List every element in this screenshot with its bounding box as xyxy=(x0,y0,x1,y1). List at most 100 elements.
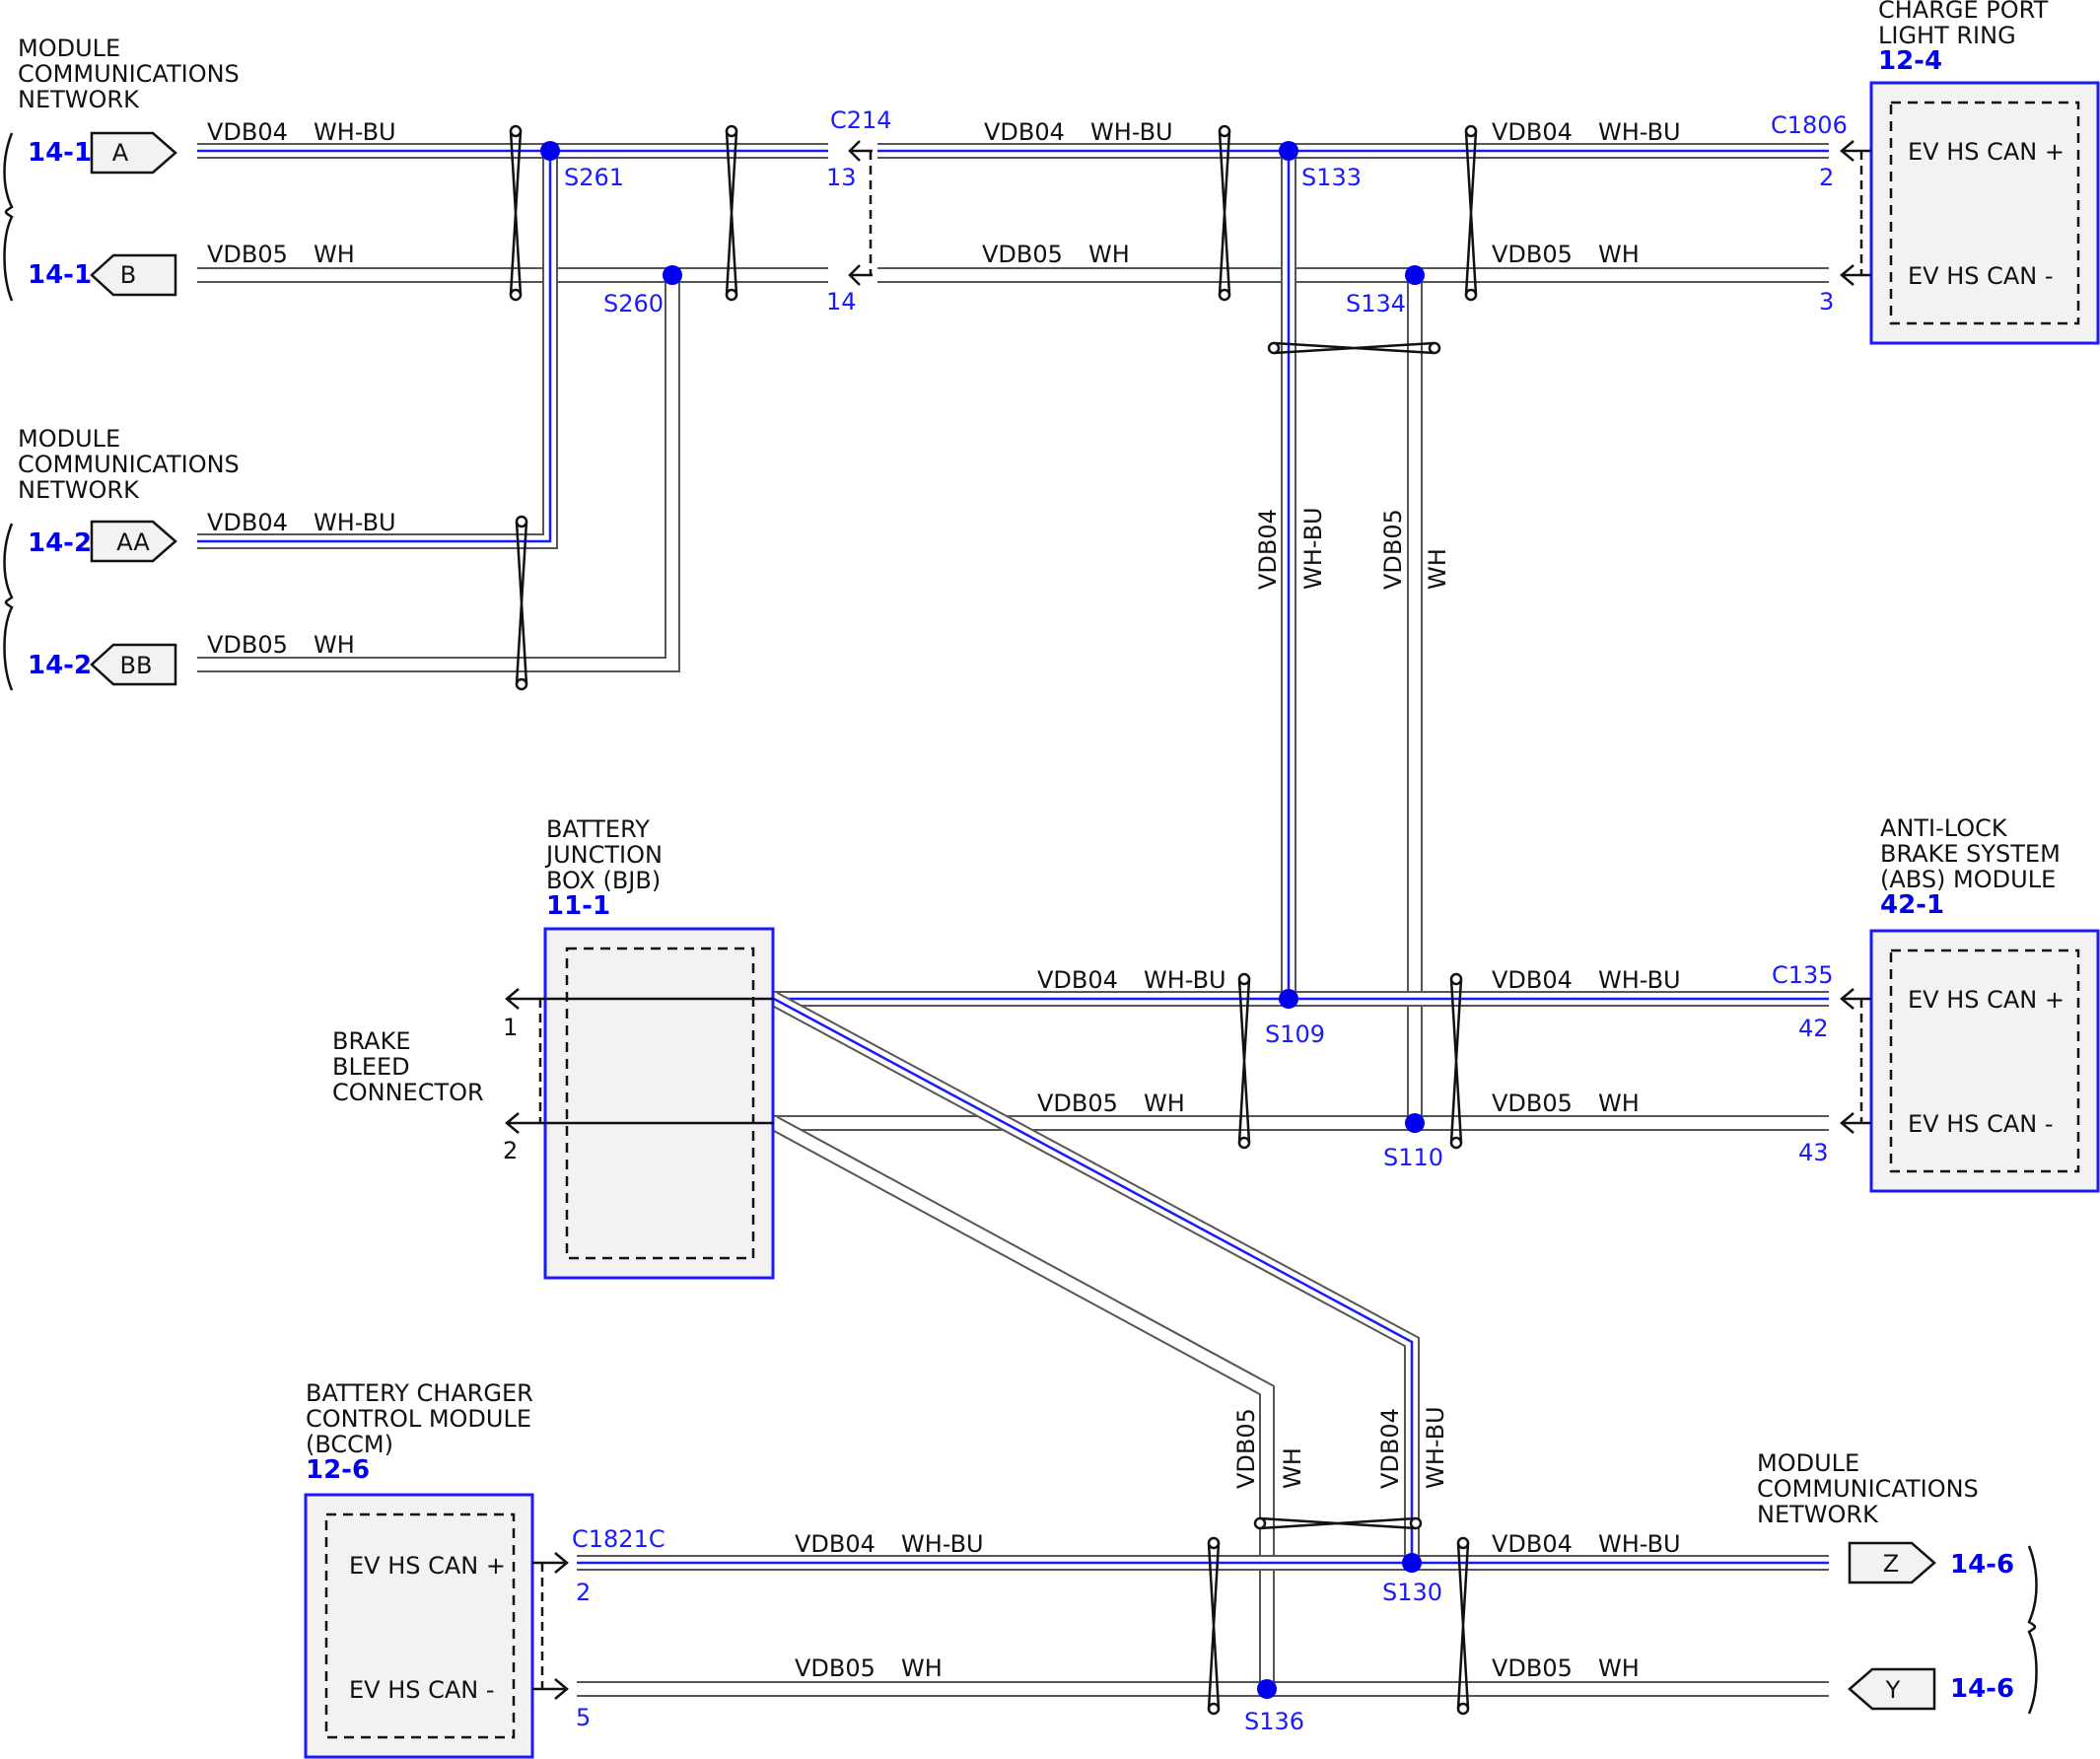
wire-label-color: WH-BU xyxy=(901,1530,984,1558)
title-line: ANTI-LOCK xyxy=(1880,814,2008,842)
offpage-connector-a[interactable]: 14-1 A xyxy=(28,131,177,175)
splice-label-s260: S260 xyxy=(603,290,664,317)
connector-label: Y xyxy=(1885,1676,1901,1704)
wire-label-circuit: VDB04 xyxy=(207,509,288,536)
splice-dot-s261[interactable] xyxy=(540,141,560,161)
title-line: MODULE xyxy=(1757,1449,1859,1477)
title-line: BRAKE SYSTEM xyxy=(1880,840,2061,868)
title-line: NETWORK xyxy=(18,86,140,113)
pin-label: EV HS CAN - xyxy=(1908,1110,2054,1138)
wire-label-circuit-vertical: VDB04 xyxy=(1376,1408,1404,1489)
title-line: JUNCTION xyxy=(544,841,663,869)
pin-label: EV HS CAN + xyxy=(1908,138,2065,166)
offpage-connector-y[interactable]: Y 14-6 xyxy=(1848,1667,2014,1711)
splice-dot-s136[interactable] xyxy=(1257,1679,1277,1699)
splice-label-s134: S134 xyxy=(1346,290,1406,317)
section-ref: 14-2 xyxy=(28,528,92,558)
section-ref: 11-1 xyxy=(546,891,610,921)
wire-label-circuit-vertical: VDB05 xyxy=(1232,1408,1260,1489)
wire-label-color: WH xyxy=(1088,241,1130,268)
wire-label-circuit-vertical: VDB05 xyxy=(1379,509,1407,590)
wire-vdb05-s260-to-bb xyxy=(197,275,680,672)
wire-label-circuit: VDB04 xyxy=(207,118,288,146)
connector-id: C1821C xyxy=(572,1525,665,1553)
connector-c214[interactable]: C214 13 14 xyxy=(826,106,892,316)
splice-dot-s134[interactable] xyxy=(1405,265,1425,285)
module-comm-network-14-1: MODULE COMMUNICATIONS NETWORK xyxy=(18,35,240,113)
wire-label-color: WH-BU xyxy=(1090,118,1173,146)
pin-number: 1 xyxy=(503,1014,518,1041)
splice-dot-s133[interactable] xyxy=(1279,141,1298,161)
wire-labels: VDB04 WH-BU VDB05 WH VDB04 WH-BU VDB05 W… xyxy=(207,118,1681,1682)
title-line: (BCCM) xyxy=(306,1431,393,1458)
pin-number: 14 xyxy=(826,288,857,316)
title-line: CONTROL MODULE xyxy=(306,1405,531,1433)
charge-port-light-ring[interactable]: CHARGE PORT LIGHT RING 12-4 EV HS CAN + … xyxy=(1771,0,2100,345)
pin-number: 2 xyxy=(576,1579,591,1606)
title-line: COMMUNICATIONS xyxy=(18,60,240,88)
wire-vdb05-bjb-to-s136 xyxy=(770,1115,1275,1689)
wire-label-color: WH xyxy=(1598,1090,1640,1117)
wire-label-color: WH-BU xyxy=(314,509,396,536)
offpage-connector-z[interactable]: Z 14-6 xyxy=(1848,1541,2014,1584)
brace-icon xyxy=(2027,1545,2038,1715)
wire-vdb04-s261-to-aa xyxy=(197,151,558,549)
wire-label-circuit: VDB04 xyxy=(984,118,1065,146)
wire-label-circuit: VDB04 xyxy=(795,1530,875,1558)
title-line: BOX (BJB) xyxy=(546,867,661,894)
splice-label-s109: S109 xyxy=(1265,1020,1325,1048)
module-comm-network-14-6: MODULE COMMUNICATIONS NETWORK xyxy=(1757,1449,1979,1528)
splice-dot-s109[interactable] xyxy=(1279,989,1298,1009)
offpage-connector-b[interactable]: 14-1 B xyxy=(28,253,177,297)
offpage-connector-bb[interactable]: 14-2 BB xyxy=(28,643,177,686)
pin-number: 2 xyxy=(1819,164,1834,191)
wire-label-circuit: VDB05 xyxy=(982,241,1063,268)
wire-label-color: WH xyxy=(314,241,355,268)
wire-label-color: WH-BU xyxy=(1598,118,1681,146)
battery-charger-control-module[interactable]: BATTERY CHARGER CONTROL MODULE (BCCM) 12… xyxy=(304,1379,665,1759)
abs-module[interactable]: ANTI-LOCK BRAKE SYSTEM (ABS) MODULE 42-1… xyxy=(1772,814,2100,1193)
pin-number: 42 xyxy=(1798,1015,1829,1042)
wire-label-circuit: VDB04 xyxy=(1037,966,1118,994)
section-ref: 12-6 xyxy=(306,1455,370,1485)
splice-label-s133: S133 xyxy=(1301,164,1362,191)
wire-label-color: WH xyxy=(1598,1654,1640,1682)
section-ref: 14-6 xyxy=(1950,1550,2014,1580)
splice-dot-s260[interactable] xyxy=(663,265,682,285)
connector-id: C135 xyxy=(1772,961,1834,989)
wire-label-color: WH xyxy=(1144,1090,1185,1117)
wire-label-color-vertical: WH xyxy=(1424,548,1451,590)
section-ref: 12-4 xyxy=(1878,46,1942,76)
connector-id: C1806 xyxy=(1771,111,1848,139)
connector-label: BB xyxy=(120,652,153,679)
offpage-connector-aa[interactable]: 14-2 AA xyxy=(28,520,177,563)
battery-junction-box[interactable]: BATTERY JUNCTION BOX (BJB) 11-1 1 2 xyxy=(503,815,775,1280)
pin-number: 13 xyxy=(826,164,857,191)
wire-label-circuit: VDB05 xyxy=(1492,1654,1573,1682)
title-line: BATTERY CHARGER xyxy=(306,1379,533,1407)
pin-label: EV HS CAN - xyxy=(349,1676,495,1704)
wire-label-color-vertical: WH xyxy=(1279,1447,1306,1489)
wire-label-circuit: VDB05 xyxy=(1492,241,1573,268)
splice-dot-s130[interactable] xyxy=(1402,1553,1422,1573)
title-line: MODULE xyxy=(18,35,120,62)
title-line: BLEED xyxy=(332,1053,410,1081)
connector-label: B xyxy=(120,261,136,289)
wire-label-color: WH xyxy=(1598,241,1640,268)
wire-label-circuit: VDB05 xyxy=(1037,1090,1118,1117)
section-ref: 14-2 xyxy=(28,651,92,680)
connector-id: C214 xyxy=(830,106,892,134)
wire-label-circuit: VDB04 xyxy=(1492,118,1573,146)
title-line: (ABS) MODULE xyxy=(1880,866,2056,893)
wire-label-color: WH-BU xyxy=(1144,966,1226,994)
splice-dot-s110[interactable] xyxy=(1405,1113,1425,1133)
pin-number: 2 xyxy=(503,1137,518,1164)
wire-label-circuit: VDB04 xyxy=(1492,1530,1573,1558)
splice-label-s130: S130 xyxy=(1382,1579,1442,1606)
pin-label: EV HS CAN + xyxy=(349,1552,506,1580)
section-ref: 14-1 xyxy=(28,138,92,168)
wire-label-circuit: VDB05 xyxy=(1492,1090,1573,1117)
brake-bleed-connector: BRAKE BLEED CONNECTOR xyxy=(332,1027,484,1106)
connector-label: A xyxy=(112,139,129,167)
